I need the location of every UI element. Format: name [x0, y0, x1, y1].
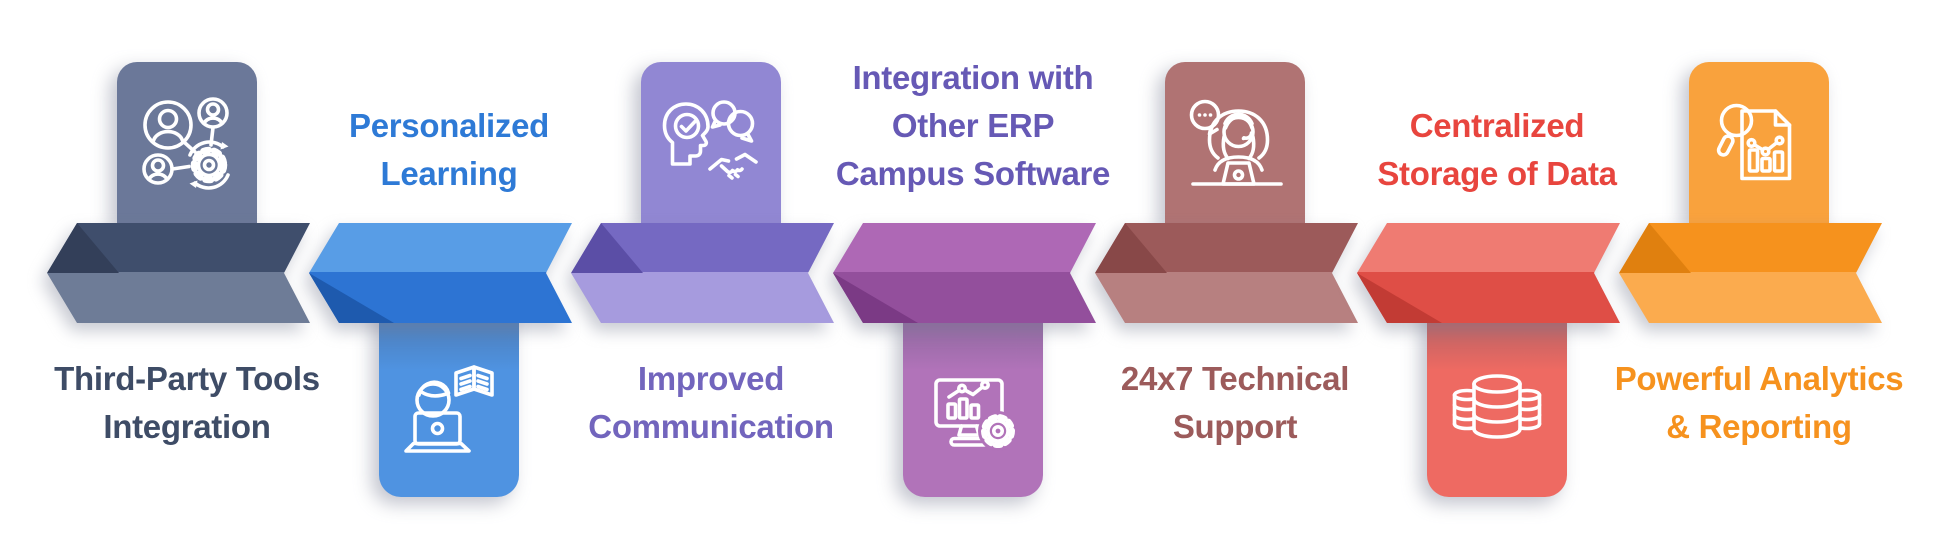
ribbon-segment — [309, 223, 572, 323]
ribbon-segment — [1357, 223, 1620, 323]
label-line: & Reporting — [1666, 408, 1852, 445]
ribbon-segment — [1095, 223, 1358, 323]
label-line: Centralized — [1409, 107, 1585, 144]
label-line: 24x7 Technical — [1120, 360, 1350, 397]
ribbon-front-face — [571, 272, 834, 323]
label-line: Campus Software — [835, 155, 1111, 192]
icon-tab — [641, 62, 781, 225]
feature-label: Powerful Analytics & Reporting — [1589, 355, 1929, 451]
icon-tab — [1165, 62, 1305, 225]
feature-item: Powerful Analytics & Reporting — [1615, 0, 1904, 548]
label-line: Personalized — [349, 107, 549, 144]
technical-support-icon — [1189, 99, 1283, 186]
ribbon-top-face — [309, 223, 572, 272]
analytics-reporting-icon — [1716, 103, 1792, 181]
label-line: Other ERP — [891, 107, 1055, 144]
label-line: Improved — [637, 360, 785, 397]
label-line: Learning — [380, 155, 518, 192]
ribbon-segment — [47, 223, 310, 323]
erp-campus-integration-icon — [934, 378, 1018, 451]
third-party-integration-icon — [142, 97, 230, 190]
ribbon-segment — [833, 223, 1096, 323]
personalized-learning-icon — [404, 365, 494, 453]
ribbon-segment — [1619, 223, 1882, 323]
label-line: Communication — [588, 408, 834, 445]
ribbon-top-face — [833, 223, 1096, 272]
label-line: Powerful Analytics — [1614, 360, 1904, 397]
label-line: Storage of Data — [1377, 155, 1617, 192]
ribbon-top-face — [1357, 223, 1620, 272]
centralized-storage-icon — [1452, 373, 1542, 439]
label-line: Third-Party Tools — [54, 360, 320, 397]
ribbon-front-face — [1619, 272, 1882, 323]
icon-tab — [1689, 62, 1829, 225]
icon-tab — [117, 62, 257, 225]
label-line: Support — [1172, 408, 1298, 445]
label-line: Integration with — [852, 59, 1094, 96]
ribbon-front-face — [1095, 272, 1358, 323]
ribbon-front-face — [47, 272, 310, 323]
improved-communication-icon — [662, 100, 758, 180]
label-line: Integration — [103, 408, 271, 445]
ribbon-segment — [571, 223, 834, 323]
